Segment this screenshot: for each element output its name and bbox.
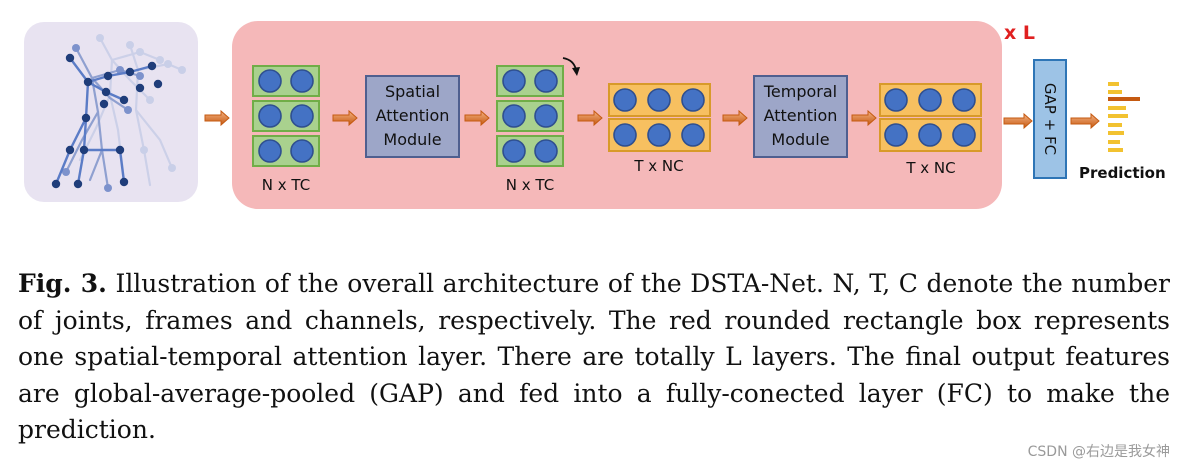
temporal-module-line: Temporal (763, 82, 838, 101)
figure-caption: Fig. 3. Illustration of the overall arch… (18, 266, 1170, 449)
gap-fc-label: GAP + FC (1041, 82, 1059, 156)
tensor-t-nc-2 (879, 83, 982, 152)
arrow-icon (577, 109, 603, 127)
arrow-icon (1070, 112, 1100, 130)
flow-arrows (204, 109, 1100, 130)
arrow-icon (332, 109, 358, 127)
spatial-attention-module-box (365, 75, 460, 158)
arrow-icon (464, 109, 490, 127)
caption-text: Illustration of the overall architecture… (18, 269, 1171, 444)
prediction-label: Prediction (1079, 164, 1166, 182)
skeleton-sequence-illustration (51, 34, 186, 192)
rearrange-curve-arrow-icon (562, 57, 580, 76)
tensor-n-tc-1 (252, 65, 320, 167)
temporal-module-line: Attention (763, 106, 838, 125)
temporal-attention-module-box (753, 75, 848, 158)
tensor-label-t-nc-1: T x NC (634, 157, 684, 175)
temporal-attention-module-label: Temporal Attention Module (754, 80, 847, 152)
tensor-label-n-tc-2: N x TC (505, 176, 555, 194)
gap-fc-box (1033, 59, 1067, 179)
arrow-icon (204, 109, 230, 127)
watermark: CSDN @右边是我女神 (1027, 444, 1170, 460)
tensor-label-t-nc-2: T x NC (906, 159, 956, 177)
repeat-count-label: x L (1004, 22, 1035, 44)
figure-label: Fig. 3. (18, 269, 107, 298)
spatial-attention-module-label: Spatial Attention Module (366, 80, 459, 152)
tensor-n-tc-2 (496, 65, 564, 167)
tensor-t-nc-1 (608, 83, 711, 152)
architecture-diagram: x L N x TC N x TC T x NC T x NC Spatial … (0, 0, 1184, 230)
spatial-module-line: Module (383, 130, 442, 149)
tensor-label-n-tc-1: N x TC (261, 176, 311, 194)
prediction-bars-icon (1108, 82, 1140, 152)
arrow-icon (722, 109, 748, 127)
temporal-module-line: Module (771, 130, 830, 149)
arrow-icon (851, 109, 877, 127)
diagram-canvas (24, 21, 1140, 209)
skeleton-input-panel (24, 22, 198, 202)
arrow-icon (1003, 112, 1033, 130)
spatial-module-line: Attention (375, 106, 450, 125)
spatial-module-line: Spatial (384, 82, 441, 101)
